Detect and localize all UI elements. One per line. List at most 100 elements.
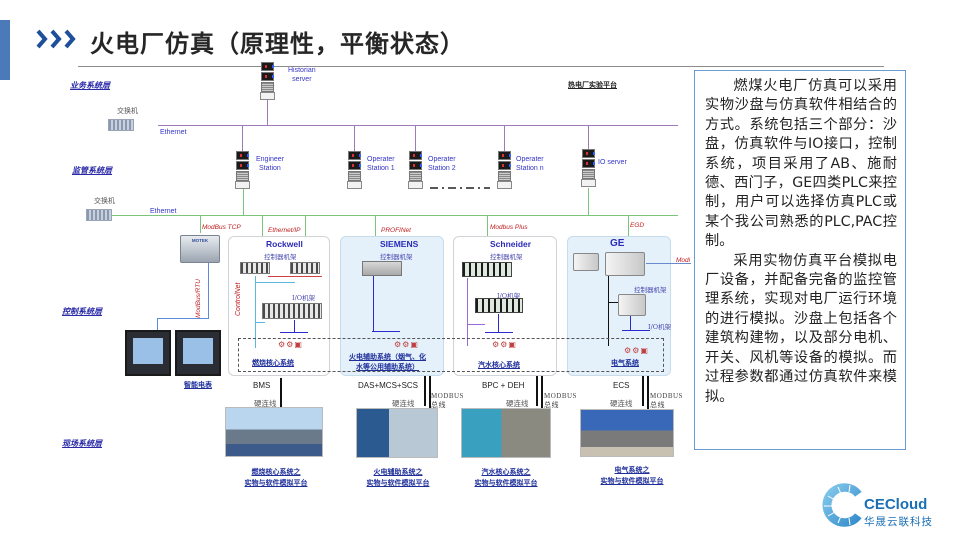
caption-line2: 实物与软件模拟平台	[600, 476, 664, 485]
modbus-line-4	[647, 376, 649, 412]
modbus-converter-icon: MOTEK	[180, 235, 220, 263]
layer-label-business: 业务系统层	[70, 80, 110, 90]
switch-label-top: 交换机	[117, 107, 138, 115]
vendor-name-schneider: Schneider	[490, 239, 532, 249]
photo-caption-4: 电气系统之 实物与软件模拟平台	[594, 464, 670, 486]
rockwell-ctrl-drop	[255, 282, 295, 283]
hardwire-line-3	[536, 376, 538, 406]
control-code-das: DAS+MCS+SCS	[358, 381, 419, 390]
historian-server-label: Historian server	[288, 66, 316, 84]
ge-io-drop	[608, 302, 618, 303]
schneider-field-stem	[498, 314, 499, 332]
station-label-line2: Station 1	[367, 165, 395, 172]
station-label-line2: Station	[259, 165, 281, 172]
modbus-line2: 总线	[431, 401, 446, 409]
modbus-line1: MODBUS	[544, 392, 577, 400]
hardwire-line-2	[424, 376, 426, 406]
ge-field-bus	[622, 330, 650, 331]
modbus-line-2	[429, 376, 431, 412]
hardwire-label-1: 硬连线	[254, 399, 277, 408]
switch-label-mid: 交换机	[94, 197, 115, 205]
field-devices-dashed-box	[238, 338, 664, 372]
field-device-icons-1: ⚙⚙▣	[278, 340, 303, 349]
modbus-line1: MODBUS	[650, 392, 683, 400]
converter-brand: MOTEK	[191, 238, 209, 243]
siemens-plc-icon	[362, 261, 402, 276]
historian-line2: server	[292, 76, 312, 83]
rockwell-field-bus	[280, 332, 308, 333]
caption-line1: 燃烧核心系统之	[251, 467, 301, 476]
schneider-ctrl-rack-label: 控制器机架	[490, 253, 523, 261]
station-label-line1: Operater	[367, 156, 395, 163]
rockwell-redundant-link	[268, 276, 322, 277]
rockwell-field-stem	[294, 320, 295, 332]
historian-link	[267, 100, 268, 125]
modbus-rtu-link	[208, 263, 209, 318]
siemens-ctrl-rack-label: 控制器机架	[380, 253, 413, 261]
siemens-field-bus	[372, 331, 400, 332]
ioserver-green-link	[588, 188, 589, 215]
switch-icon-top	[108, 119, 134, 131]
io-server-label: IO server	[598, 159, 627, 166]
modbus-label-3: MODBUS 总线	[650, 392, 683, 410]
caption-line2: 实物与软件模拟平台	[244, 478, 308, 487]
control-code-bpc: BPC + DEH	[482, 381, 525, 390]
protocol-ethernet-ip: Ethernet/IP	[268, 227, 301, 234]
schneider-io-drop	[467, 324, 485, 325]
ethernet-label-top: Ethernet	[160, 129, 187, 136]
schneider-bus	[467, 278, 468, 346]
ge-ctrl-rack-label: 控制器机架	[634, 286, 667, 294]
schneider-io-rack-label: I/O机架	[497, 292, 521, 300]
smart-meter-label: 智能电表	[184, 380, 212, 389]
egd-link	[628, 215, 629, 250]
siemens-system-line1: 火电辅助系统（烟气、化	[349, 352, 426, 361]
protocol-modi: Modi	[676, 257, 691, 264]
schneider-io-rack-icon	[475, 298, 523, 313]
layer-label-control: 控制系统层	[62, 306, 102, 316]
hardwire-label-3: 硬连线	[506, 399, 529, 408]
rockwell-controller-rack-icon-2	[290, 262, 320, 274]
control-code-bms: BMS	[253, 381, 271, 390]
ge-field-stem	[630, 316, 631, 330]
hardwire-label-2: 硬连线	[392, 399, 415, 408]
caption-line1: 火电辅助系统之	[373, 467, 423, 476]
modbus-line2: 总线	[544, 401, 559, 409]
system-name-ge: 电气系统	[611, 358, 639, 367]
modbus-label-2: MODBUS 总线	[544, 392, 577, 410]
schneider-controller-rack-icon	[462, 262, 512, 277]
ge-io-rack-label: I/O机架	[648, 323, 672, 331]
logo-text-cn: 华晟云联科技	[864, 516, 933, 528]
rockwell-controller-rack-icon	[240, 262, 270, 274]
meter-bus-drop	[157, 318, 158, 330]
caption-line1: 电气系统之	[614, 465, 650, 474]
protocol-controlnet: ControlNet	[235, 282, 242, 316]
modbus-line1: MODBUS	[431, 392, 464, 400]
vendor-name-ge: GE	[610, 238, 625, 249]
station-label-line1: Operater	[516, 156, 544, 163]
modbus-tcp-link	[200, 215, 201, 233]
page-title: 火电厂仿真（原理性，平衡状态）	[90, 30, 465, 58]
logo-text-en: CECloud	[864, 496, 928, 513]
photo-caption-3: 汽水核心系统之 实物与软件模拟平台	[468, 466, 544, 488]
protocol-profinet: PROFINet	[381, 227, 411, 234]
station-label-line1: Operater	[428, 156, 456, 163]
station-link-2	[354, 125, 355, 151]
ge-io-module-icon	[618, 294, 646, 316]
caption-line2: 实物与软件模拟平台	[474, 478, 538, 487]
photo-combustion-plant	[225, 407, 323, 457]
rockwell-io-rack-icon	[262, 303, 322, 319]
protocol-modbus-plus: Modbus Plus	[490, 224, 528, 231]
station-link-5	[588, 125, 589, 149]
photo-steam-water-system	[461, 408, 551, 458]
ge-power-module-icon	[573, 253, 599, 271]
vendor-name-rockwell: Rockwell	[266, 239, 303, 249]
engineer-green-link	[243, 189, 244, 215]
ge-controller-icon	[605, 252, 645, 276]
switch-icon-mid	[86, 209, 112, 221]
station-ellipsis-line	[430, 187, 490, 189]
caption-line1: 汽水核心系统之	[481, 467, 531, 476]
station-link-3	[415, 125, 416, 151]
modbus-line-3	[541, 376, 543, 412]
ethernet-label-mid: Ethernet	[150, 208, 177, 215]
system-name-siemens: 火电辅助系统（烟气、化 水等公用辅助系统）	[349, 352, 426, 372]
